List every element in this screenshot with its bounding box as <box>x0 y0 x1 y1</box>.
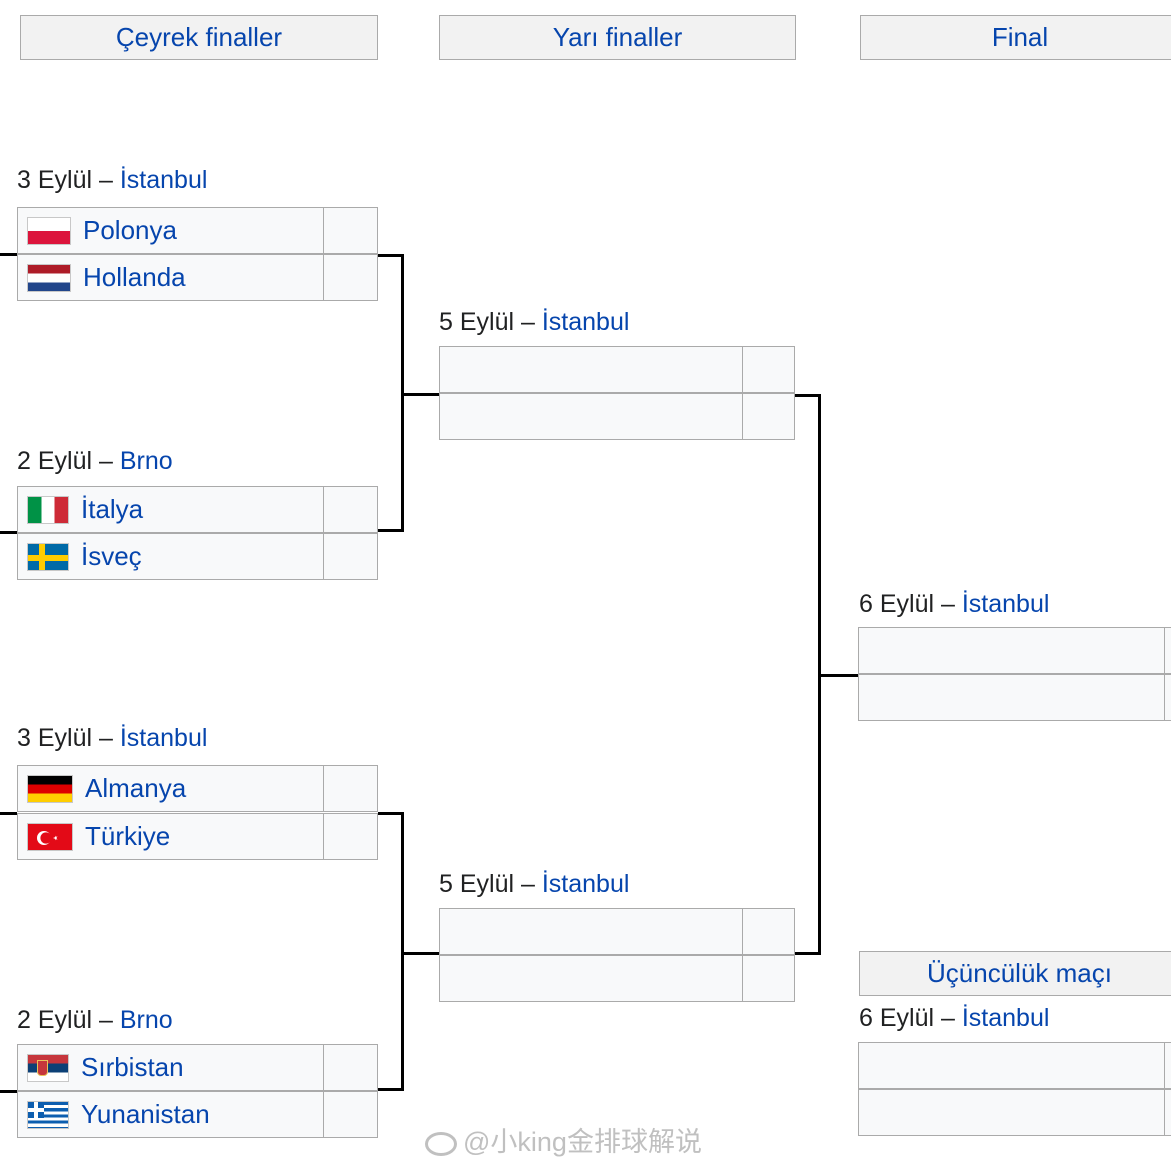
sf1-team1-row <box>439 346 743 393</box>
qf1-team2-score <box>323 254 378 301</box>
final-team1-score <box>1164 627 1171 674</box>
poland-flag-icon <box>27 216 71 245</box>
team-netherlands-link[interactable]: Hollanda <box>83 262 186 292</box>
round-header-third-place[interactable]: Üçüncülük maçı <box>859 951 1171 996</box>
sf2-team1-score <box>742 908 795 955</box>
connector-line <box>378 1088 404 1091</box>
sf1-team1-score <box>742 346 795 393</box>
connector-line <box>401 393 439 396</box>
final-venue-link[interactable]: İstanbul <box>961 590 1050 618</box>
qf1-team1-score <box>323 207 378 254</box>
sf2-team2-score <box>742 955 795 1002</box>
final-label: 6 Eylül – İstanbul <box>859 590 1050 618</box>
connector-line <box>0 812 17 815</box>
qf1-team2-row: Hollanda <box>17 254 324 301</box>
qf2-team2-row: İsveç <box>17 533 324 580</box>
connector-line <box>818 674 858 677</box>
sf2-label: 5 Eylül – İstanbul <box>439 870 630 898</box>
sweden-flag-icon <box>27 542 69 571</box>
qf4-label: 2 Eylül – Brno <box>17 1006 173 1034</box>
qf3-venue-link[interactable]: İstanbul <box>119 724 208 752</box>
final-team2-row <box>858 674 1165 721</box>
qf3-team1-row: Almanya <box>17 765 324 812</box>
sf2-venue-link[interactable]: İstanbul <box>541 870 630 898</box>
third-team2-score <box>1164 1089 1171 1136</box>
third-team1-score <box>1164 1042 1171 1089</box>
qf2-venue-link[interactable]: Brno <box>119 447 173 475</box>
qf3-team2-row: Türkiye <box>17 813 324 860</box>
round-header-quarterfinals[interactable]: Çeyrek finaller <box>20 15 378 60</box>
team-italy-link[interactable]: İtalya <box>81 494 144 524</box>
qf3-team2-score <box>323 813 378 860</box>
qf1-venue-link[interactable]: İstanbul <box>119 166 208 194</box>
qf2-team1-score <box>323 486 378 533</box>
final-team2-score <box>1164 674 1171 721</box>
sf2-team1-row <box>439 908 743 955</box>
weibo-logo-icon <box>425 1131 457 1156</box>
connector-line <box>378 254 404 257</box>
sf1-label: 5 Eylül – İstanbul <box>439 308 630 336</box>
final-team1-row <box>858 627 1165 674</box>
watermark: @小king金排球解说 <box>425 1120 702 1159</box>
third-label: 6 Eylül – İstanbul <box>859 1004 1050 1032</box>
connector-line <box>795 394 821 397</box>
team-poland-link[interactable]: Polonya <box>83 215 177 245</box>
netherlands-flag-icon <box>27 263 71 292</box>
qf1-label: 3 Eylül – İstanbul <box>17 166 208 194</box>
sf1-team2-score <box>742 393 795 440</box>
italy-flag-icon <box>27 495 69 524</box>
sf1-venue-link[interactable]: İstanbul <box>541 308 630 336</box>
qf2-team2-score <box>323 533 378 580</box>
serbia-flag-icon <box>27 1053 69 1082</box>
qf2-team1-row: İtalya <box>17 486 324 533</box>
team-turkey-link[interactable]: Türkiye <box>85 821 171 851</box>
team-greece-link[interactable]: Yunanistan <box>81 1099 210 1129</box>
qf1-team1-row: Polonya <box>17 207 324 254</box>
connector-line <box>0 1090 17 1093</box>
round-header-semifinals[interactable]: Yarı finaller <box>439 15 796 60</box>
qf4-venue-link[interactable]: Brno <box>119 1006 173 1034</box>
turkey-flag-icon <box>27 822 73 851</box>
connector-line <box>0 253 17 256</box>
team-sweden-link[interactable]: İsveç <box>81 541 142 571</box>
qf3-label: 3 Eylül – İstanbul <box>17 724 208 752</box>
round-header-final[interactable]: Final <box>860 15 1171 60</box>
qf4-team1-row: Sırbistan <box>17 1044 324 1091</box>
connector-line <box>401 952 439 955</box>
third-team2-row <box>858 1089 1165 1136</box>
sf2-team2-row <box>439 955 743 1002</box>
team-serbia-link[interactable]: Sırbistan <box>81 1052 184 1082</box>
germany-flag-icon <box>27 774 73 803</box>
qf2-label: 2 Eylül – Brno <box>17 447 173 475</box>
connector-line <box>795 952 821 955</box>
team-germany-link[interactable]: Almanya <box>85 773 187 803</box>
connector-line <box>378 529 404 532</box>
qf4-team2-score <box>323 1091 378 1138</box>
connector-line <box>0 531 17 534</box>
sf1-team2-row <box>439 393 743 440</box>
third-venue-link[interactable]: İstanbul <box>961 1004 1050 1032</box>
qf4-team1-score <box>323 1044 378 1091</box>
third-team1-row <box>858 1042 1165 1089</box>
qf3-team1-score <box>323 765 378 812</box>
connector-line <box>401 812 404 1091</box>
qf4-team2-row: Yunanistan <box>17 1091 324 1138</box>
connector-line <box>378 812 404 815</box>
greece-flag-icon <box>27 1100 69 1129</box>
